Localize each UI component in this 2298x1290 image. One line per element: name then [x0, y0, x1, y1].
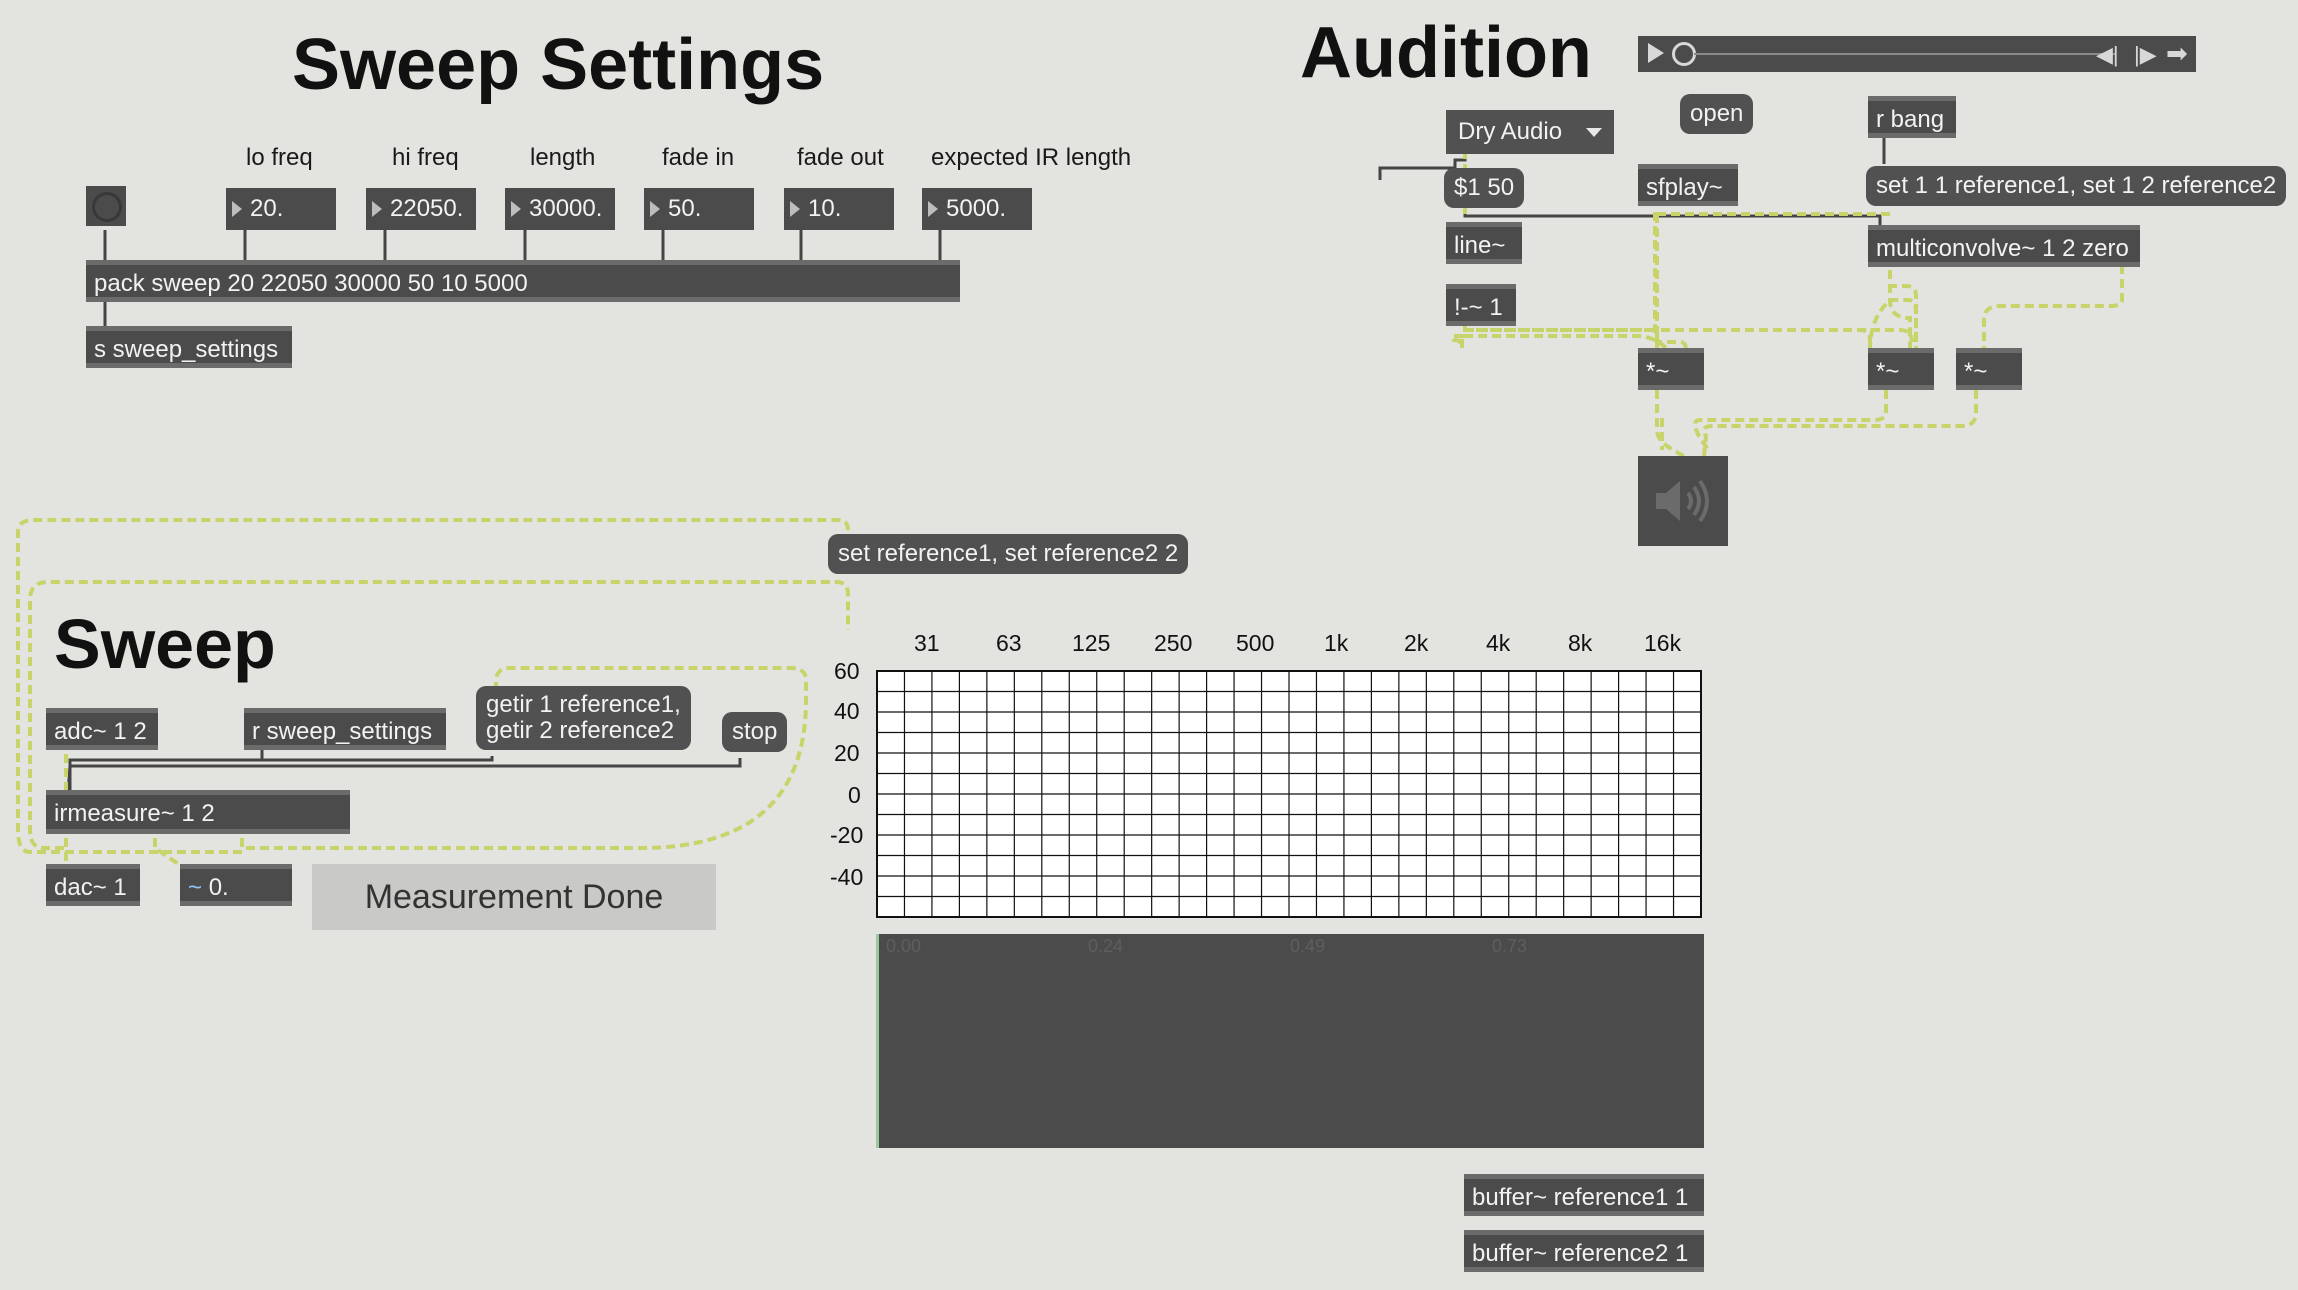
time-label: 0.73: [1492, 936, 1528, 956]
adc-object[interactable]: adc~ 1 2: [46, 708, 158, 750]
label-fade-out: fade out: [797, 144, 884, 171]
db-label: -40: [830, 864, 864, 890]
sweep-title: Sweep: [54, 605, 276, 683]
dac-object[interactable]: dac~ 1: [46, 864, 140, 906]
number-expected-ir-length-value: 5000.: [946, 195, 1007, 222]
irmeasure-object[interactable]: irmeasure~ 1 2: [46, 790, 350, 834]
send-sweep-settings-object[interactable]: s sweep_settings: [86, 326, 292, 368]
freq-label: 125: [1072, 630, 1111, 656]
label-length: length: [530, 144, 596, 171]
getir-message-line-1: getir 1 reference1,: [486, 691, 681, 718]
stop-message[interactable]: stop: [722, 712, 788, 752]
open-message[interactable]: open: [1680, 94, 1754, 134]
db-label: 20: [834, 740, 860, 766]
label-expected-ir-length: expected IR length: [931, 144, 1132, 171]
line-object[interactable]: line~: [1446, 222, 1522, 264]
number-arrow-icon: [790, 201, 800, 217]
freq-label: 63: [996, 630, 1022, 656]
waveform-cursor: [876, 934, 879, 1148]
freq-label: 31: [914, 630, 940, 656]
getir-message-line-2: getir 2 reference2: [486, 717, 675, 744]
number-lo-freq-value: 20.: [250, 195, 284, 222]
signal-number-box[interactable]: ~ 0.: [180, 864, 292, 906]
label-fade-in: fade in: [662, 144, 735, 171]
mult-object-2[interactable]: *~: [1868, 348, 1934, 390]
play-icon[interactable]: [1648, 43, 1664, 63]
time-label: 0.49: [1290, 936, 1326, 956]
time-label: 0.00: [886, 936, 922, 956]
label-hi-freq: hi freq: [392, 144, 459, 171]
filter-graph-grid[interactable]: [876, 670, 1702, 918]
step-forward-icon[interactable]: |▶: [2134, 42, 2157, 67]
db-label: -20: [830, 822, 864, 848]
freq-label: 16k: [1644, 630, 1682, 656]
freq-label: 8k: [1568, 630, 1593, 656]
number-arrow-icon: [650, 201, 660, 217]
mult-object-3[interactable]: *~: [1956, 348, 2022, 390]
number-arrow-icon: [372, 201, 382, 217]
number-arrow-icon: [232, 201, 242, 217]
set-reference-message[interactable]: set reference1, set reference2 2: [828, 534, 1189, 574]
getir-message[interactable]: getir 1 reference1, getir 2 reference2: [476, 686, 691, 750]
number-length-value: 30000.: [529, 195, 603, 222]
label-lo-freq: lo freq: [246, 144, 313, 171]
number-hi-freq[interactable]: 22050.: [366, 188, 476, 230]
frequency-labels: 31 63 125 250 500 1k 2k 4k 8k 16k: [826, 630, 1706, 660]
number-fade-in[interactable]: 50.: [644, 188, 754, 230]
playbar[interactable]: ◀| |▶ ➡: [1638, 36, 2196, 72]
freq-label: 4k: [1486, 630, 1511, 656]
audition-menu-value: Dry Audio: [1458, 118, 1563, 145]
number-arrow-icon: [511, 201, 521, 217]
receive-sweep-settings-object[interactable]: r sweep_settings: [244, 708, 446, 750]
freq-label: 1k: [1324, 630, 1349, 656]
chevron-down-icon: [1586, 128, 1602, 137]
set-reference-convolve-message[interactable]: set 1 1 reference1, set 1 2 reference2: [1866, 166, 2287, 206]
buffer-reference2-object[interactable]: buffer~ reference2 1: [1464, 1230, 1704, 1272]
bang-circle-icon: [92, 192, 122, 222]
line-message[interactable]: $1 50: [1444, 168, 1525, 208]
playbar-track[interactable]: [1694, 53, 2116, 55]
number-hi-freq-value: 22050.: [390, 195, 464, 222]
loop-arrow-icon[interactable]: ➡: [2166, 38, 2188, 68]
freq-label: 500: [1236, 630, 1275, 656]
bang-button[interactable]: [86, 186, 126, 226]
speaker-icon: [1656, 479, 1709, 523]
number-fade-out-value: 10.: [808, 195, 842, 222]
measurement-done-button[interactable]: Measurement Done: [312, 864, 716, 930]
time-label: 0.24: [1088, 936, 1124, 956]
db-label: 60: [834, 658, 860, 684]
db-label: 40: [834, 698, 860, 724]
not-object[interactable]: !-~ 1: [1446, 284, 1516, 326]
number-expected-ir-length[interactable]: 5000.: [922, 188, 1032, 230]
mult-object-1[interactable]: *~: [1638, 348, 1704, 390]
freq-label: 250: [1154, 630, 1193, 656]
waveform-display[interactable]: 0.00 0.24 0.49 0.73: [876, 934, 1704, 1148]
signal-tilde-icon: ~: [188, 874, 203, 901]
signal-number-value: 0.: [208, 874, 229, 901]
speaker-button[interactable]: [1638, 456, 1728, 546]
db-label: 0: [848, 782, 861, 808]
multiconvolve-object[interactable]: multiconvolve~ 1 2 zero: [1868, 225, 2140, 267]
pack-sweep-object[interactable]: pack sweep 20 22050 30000 50 10 5000: [86, 260, 960, 302]
number-fade-in-value: 50.: [668, 195, 702, 222]
playhead-knob[interactable]: [1672, 42, 1696, 66]
number-length[interactable]: 30000.: [505, 188, 615, 230]
sweep-settings-title: Sweep Settings: [292, 25, 825, 105]
sfplay-object[interactable]: sfplay~: [1638, 164, 1738, 206]
step-back-icon[interactable]: ◀|: [2096, 42, 2119, 67]
freq-label: 2k: [1404, 630, 1429, 656]
number-lo-freq[interactable]: 20.: [226, 188, 336, 230]
audition-title: Audition: [1300, 13, 1592, 93]
buffer-reference1-object[interactable]: buffer~ reference1 1: [1464, 1174, 1704, 1216]
number-fade-out[interactable]: 10.: [784, 188, 894, 230]
number-arrow-icon: [928, 201, 938, 217]
r-bang-object[interactable]: r bang: [1868, 96, 1956, 138]
audition-menu[interactable]: Dry Audio: [1446, 110, 1614, 154]
